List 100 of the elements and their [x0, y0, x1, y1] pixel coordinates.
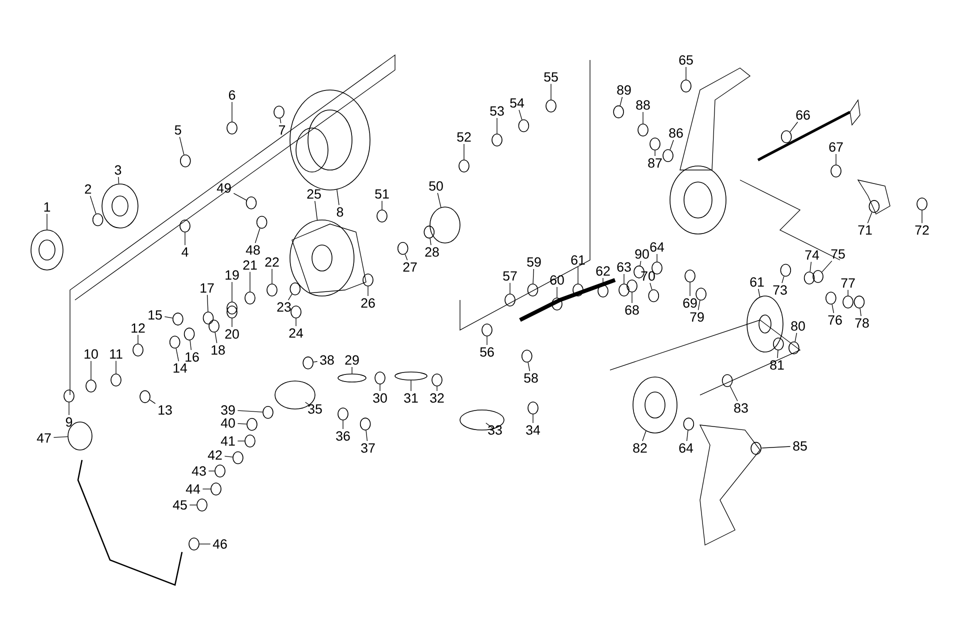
part-drawing: [572, 284, 584, 296]
callout-number: 71: [858, 225, 872, 235]
part-drawing: [180, 220, 190, 232]
part-drawing: [374, 372, 386, 384]
leader-line: [164, 316, 173, 318]
callout-number: 83: [734, 403, 748, 413]
part-drawing: [804, 272, 815, 284]
callout-number: 45: [172, 500, 187, 510]
callout-number: 57: [503, 271, 517, 281]
part-drawing: [244, 434, 256, 448]
leader-line: [176, 348, 179, 362]
leader-line: [189, 504, 197, 506]
part-drawing: [266, 284, 278, 296]
leader-line: [437, 192, 442, 208]
leader-line: [730, 386, 738, 402]
callout-number: 5: [174, 125, 182, 135]
leader-line: [698, 300, 700, 310]
callout-number: 51: [375, 189, 389, 199]
part-drawing: [780, 264, 792, 277]
leader-line: [496, 118, 498, 134]
callout-number: 32: [430, 393, 444, 403]
callout-number: 87: [648, 158, 662, 168]
part-drawing: [492, 134, 502, 146]
part-drawing: [92, 213, 104, 226]
leader-line: [550, 84, 552, 100]
part-drawing: [397, 242, 408, 255]
callout-number: 29: [345, 355, 359, 365]
callout-number: 62: [596, 266, 610, 276]
callout-number: 21: [243, 260, 257, 270]
leader-line: [237, 410, 263, 412]
leader-line: [206, 294, 208, 312]
leader-line: [794, 332, 798, 342]
callout-number: 25: [307, 189, 321, 199]
part-drawing: [274, 106, 284, 118]
callout-number: 58: [524, 373, 538, 383]
part-drawing: [376, 210, 388, 222]
part-drawing: [842, 296, 854, 308]
part-drawing: [684, 270, 696, 282]
callout-number: 89: [617, 85, 631, 95]
callout-number: 15: [148, 310, 162, 320]
leader-line: [642, 112, 644, 124]
callout-number: 86: [669, 128, 683, 138]
callout-number: 11: [110, 349, 122, 359]
leader-line: [184, 232, 186, 246]
callout-number: 65: [679, 55, 693, 65]
callout-number: 34: [526, 425, 540, 435]
leader-line: [208, 470, 215, 472]
part-drawing: [598, 284, 608, 298]
leader-line: [342, 420, 344, 430]
leader-line: [790, 122, 798, 132]
part-drawing: [394, 372, 428, 380]
part-drawing: [226, 302, 238, 314]
part-drawing: [788, 342, 800, 354]
leader-line: [314, 200, 318, 220]
leader-line: [642, 430, 646, 442]
part-drawing: [430, 206, 460, 244]
leader-line: [90, 360, 92, 380]
leader-line: [53, 436, 68, 438]
callout-number: 35: [308, 404, 322, 414]
callout-number: 82: [633, 443, 647, 453]
leader-line: [782, 276, 784, 284]
leader-line: [867, 212, 872, 224]
leader-line: [336, 189, 340, 206]
leader-line: [518, 110, 522, 120]
part-drawing: [812, 270, 824, 283]
part-drawing: [202, 312, 214, 324]
callout-number: 77: [841, 278, 855, 288]
leader-line: [68, 402, 70, 416]
leader-line: [179, 136, 184, 156]
leader-line: [224, 456, 233, 458]
part-drawing: [528, 402, 538, 414]
leader-line: [305, 402, 310, 406]
part-drawing: [522, 350, 532, 363]
callout-number: 9: [66, 417, 72, 427]
leader-line: [366, 430, 368, 442]
part-drawing: [680, 80, 692, 92]
leader-line: [758, 288, 760, 298]
part-drawing: [290, 306, 302, 318]
leader-line: [777, 350, 778, 358]
leader-line: [46, 214, 48, 230]
callout-number: 16: [186, 352, 199, 362]
callout-number: 1: [44, 202, 50, 212]
part-drawing: [360, 418, 371, 430]
leader-line: [118, 176, 120, 184]
part-drawing: [302, 356, 314, 370]
part-drawing: [110, 374, 122, 386]
callout-number: 33: [488, 425, 502, 435]
callout-number: 43: [192, 466, 206, 476]
leader-line: [149, 399, 156, 404]
part-drawing: [262, 406, 274, 419]
part-drawing: [826, 292, 836, 305]
part-drawing: [290, 90, 370, 190]
callout-number: 6: [228, 90, 236, 100]
part-drawing: [650, 138, 660, 150]
part-drawing: [184, 328, 195, 340]
part-drawing: [246, 196, 257, 210]
part-drawing: [780, 130, 792, 144]
leader-line: [237, 440, 245, 442]
part-drawing: [683, 418, 694, 430]
part-drawing: [338, 408, 348, 420]
